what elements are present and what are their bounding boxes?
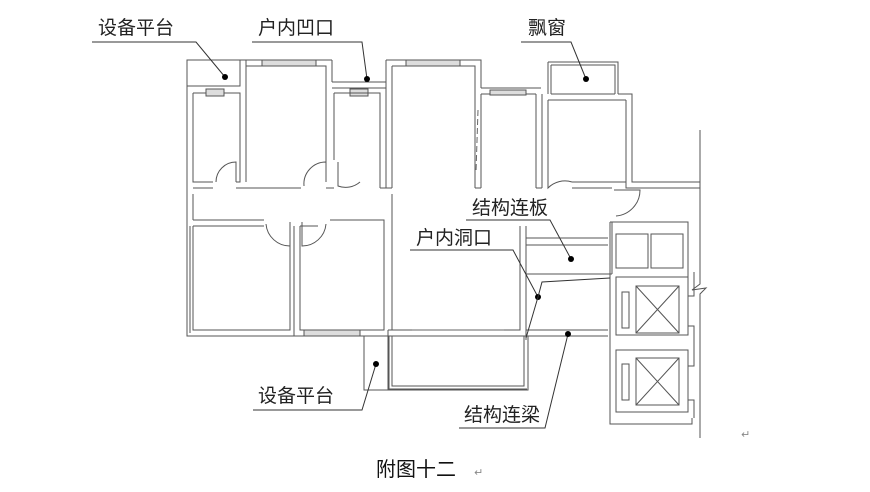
elevator-2-panel — [621, 363, 630, 401]
elevator-2-cross — [635, 357, 680, 406]
elevator-1 — [615, 276, 689, 336]
door-room2 — [303, 161, 327, 187]
label-structural-slab: 结构连板 — [472, 197, 548, 219]
paragraph-mark-top: ↵ — [741, 428, 750, 441]
annotation-leaders — [92, 41, 611, 429]
door-swings — [215, 160, 641, 247]
sliding-door-room5 — [475, 109, 479, 173]
door-entrance — [614, 189, 641, 217]
dot-equipment-bottom — [373, 361, 379, 367]
boundary-break-line — [691, 130, 708, 438]
dot-beam — [565, 331, 571, 337]
leader-opening — [410, 249, 539, 298]
corridor-bottom-mid — [330, 219, 385, 330]
door-room3 — [337, 162, 361, 188]
window-room5 — [489, 89, 527, 96]
core-right-walls — [687, 272, 695, 418]
wall-left-room1 — [186, 86, 213, 188]
wall-room2-left — [240, 59, 247, 182]
leader-beam — [459, 333, 569, 429]
label-structural-beam: 结构连梁 — [464, 404, 540, 426]
dot-slab — [568, 256, 574, 262]
slab-top — [526, 237, 608, 246]
balcony-frame-inner — [388, 336, 527, 390]
door-room6 — [547, 160, 573, 190]
wall-room6-bottom — [572, 181, 626, 189]
elevator-core — [609, 130, 708, 438]
label-equipment-platform-bottom: 设备平台 — [258, 385, 334, 407]
door-room1 — [215, 161, 237, 183]
window-room8 — [303, 329, 361, 337]
wall-room6 — [541, 93, 700, 189]
leader-recess — [252, 41, 368, 80]
bay-window-frame — [547, 61, 619, 94]
wall-room8-bottom — [294, 330, 389, 337]
figure-caption: 附图十二 — [376, 457, 456, 481]
wall-room4-left — [385, 60, 393, 188]
dot-equipment-top — [222, 74, 228, 80]
window-room1 — [205, 88, 225, 97]
dot-bay-window — [583, 76, 589, 82]
wall-room8 — [293, 220, 385, 336]
wall-recess — [332, 81, 386, 89]
exterior-walls — [186, 59, 700, 391]
wall-room1-inner — [193, 92, 241, 183]
window-room2 — [261, 59, 317, 67]
elevator-2-car — [635, 357, 680, 406]
paragraph-mark-caption: ↵ — [474, 466, 483, 479]
elevator-1-car — [635, 285, 680, 334]
elevator-1-panel — [621, 291, 630, 329]
leader-equipment-bottom — [253, 363, 377, 411]
wall-room4 — [386, 59, 482, 188]
balcony-frame — [387, 336, 529, 391]
corridor-left-wall — [186, 188, 194, 226]
shaft-box-1 — [615, 233, 649, 269]
shaft-box-2 — [650, 233, 684, 269]
opening-diagonal — [525, 277, 611, 339]
wall-room3 — [333, 92, 381, 188]
wall-room5-sides — [480, 94, 537, 188]
equipment-platform-bottom-box — [363, 336, 388, 391]
label-indoor-opening: 户内洞口 — [416, 227, 492, 249]
door-room8 — [301, 222, 327, 247]
dot-recess — [364, 76, 370, 82]
window-room4 — [405, 59, 461, 67]
leader-slab — [466, 219, 572, 260]
leader-equipment-top — [92, 41, 226, 78]
leader-bay-window — [521, 41, 587, 80]
corridor-bottom-left — [186, 219, 264, 336]
label-recess-opening: 户内凹口 — [258, 17, 334, 39]
wall-room7 — [186, 226, 294, 337]
elevator-1-cross — [635, 285, 680, 334]
core-outer — [609, 221, 693, 425]
label-bay-window: 飘窗 — [528, 17, 566, 39]
door-room7 — [265, 222, 291, 247]
equipment-platform-top-box — [186, 59, 241, 87]
elevator-2 — [615, 349, 689, 413]
wall-room2 — [246, 60, 333, 182]
wall-slab-left — [519, 226, 527, 340]
label-equipment-platform-top: 设备平台 — [98, 17, 174, 39]
